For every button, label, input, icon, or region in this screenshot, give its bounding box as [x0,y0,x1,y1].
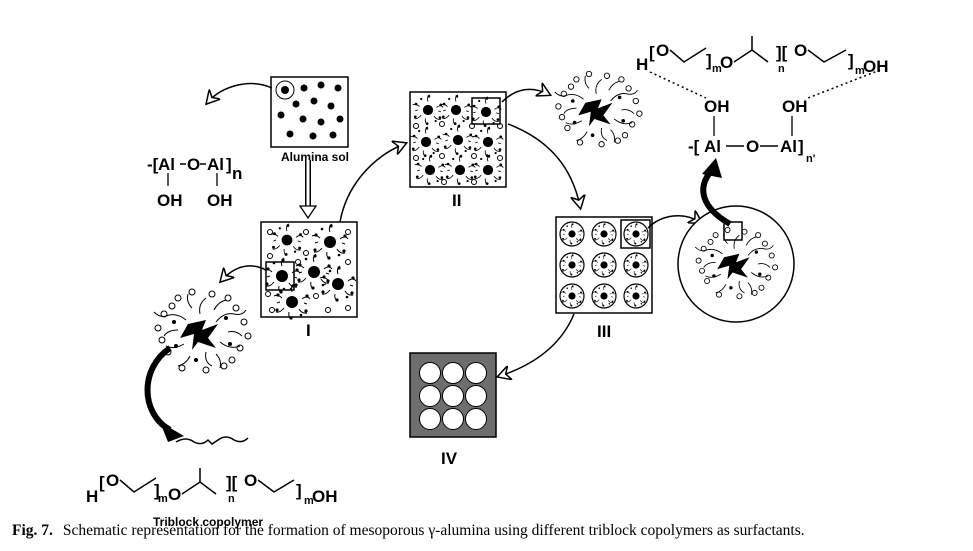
figure-caption: Fig. 7. Schematic representation for the … [12,522,972,540]
svg-text:]: ] [296,481,302,500]
svg-text:O: O [106,471,119,490]
alumina-chain-left: -[ Al O Al ] n OH OH [147,155,242,210]
alumina-sol-label: Alumina sol [281,150,349,164]
svg-text:-[: -[ [147,155,159,174]
alumina-sol-box [270,76,349,148]
svg-text:m: m [158,493,168,505]
svg-text:Al: Al [158,155,175,174]
svg-text:Al: Al [704,137,721,156]
svg-text:O: O [794,41,807,60]
svg-text:OH: OH [157,191,183,210]
arrow-micelle-to-triblock [144,345,172,433]
micelle-left [153,288,252,374]
svg-text:m: m [304,495,314,507]
arrow-III-to-IV [500,313,575,376]
svg-text:[: [ [99,473,105,492]
svg-text:]: ] [706,51,712,70]
caption-label: Fig. 7. [12,522,53,539]
svg-text:]: ] [154,481,160,500]
svg-text:m: m [712,63,722,75]
svg-text:-[: -[ [688,137,700,156]
svg-text:n': n' [806,153,816,165]
svg-text:OH: OH [704,97,730,116]
svg-text:H: H [86,487,98,506]
pore-closeup [677,205,795,323]
svg-text:OH: OH [207,191,233,210]
svg-text:][: ][ [776,43,788,62]
svg-text:]: ] [226,155,232,174]
svg-text:m: m [855,65,865,77]
arrow-I-to-II [339,144,404,223]
stage-III-box [555,216,653,314]
stage-II-box [409,91,507,188]
triblock-formula-top: H [ O ] m O ][ n O ] m OH [636,36,889,77]
svg-text:H: H [636,55,648,74]
stage-IV-label: IV [441,449,458,468]
triblock-formula-bottom: H [ O m ] O ][ n O ] m OH [86,468,338,507]
svg-text:OH: OH [312,487,338,506]
arrow-I-to-micelle [222,265,267,280]
stage-III-label: III [597,322,611,341]
svg-text:n: n [232,164,242,183]
svg-text:O: O [187,155,200,174]
alumina-chain-right: -[ Al O Al ] n' OH OH [688,97,816,165]
stage-I-label: I [306,321,311,340]
stage-II-label: II [452,191,461,210]
svg-text:OH: OH [863,57,889,76]
svg-text:Al: Al [780,137,797,156]
micelle-upper [554,70,643,148]
svg-text:]: ] [848,51,854,70]
polymer-chain-squiggle [175,436,249,445]
arrow-II-to-III [507,123,580,206]
svg-text:OH: OH [782,97,808,116]
svg-text:O: O [244,471,257,490]
stage-IV-box [409,352,497,438]
hbond-left [649,71,707,99]
svg-text:Al: Al [207,155,224,174]
svg-text:O: O [168,485,181,504]
arrow-sol-to-chain [208,82,273,102]
svg-text:n: n [228,493,235,505]
arrow-III-to-pore [647,216,700,229]
arrow-II-to-micelle [501,89,548,103]
svg-text:O: O [746,137,759,156]
svg-text:n: n [778,63,785,75]
svg-text:]: ] [798,137,804,156]
caption-text: Schematic representation for the formati… [62,522,805,539]
triblock-label: Triblock copolymer [153,515,263,529]
svg-text:][: ][ [226,473,238,492]
stage-I-box [260,221,358,321]
svg-text:O: O [656,41,669,60]
svg-text:[: [ [649,43,655,62]
svg-text:O: O [720,53,733,72]
